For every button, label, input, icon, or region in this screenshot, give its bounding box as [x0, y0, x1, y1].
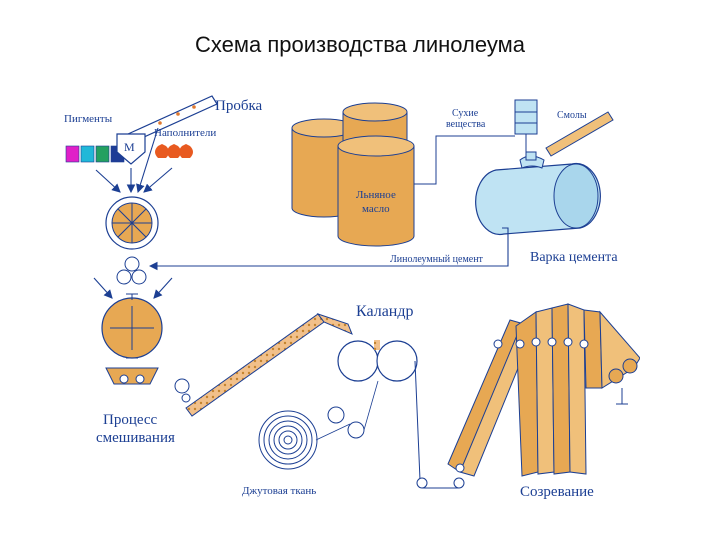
dry-matter-container — [514, 99, 538, 135]
inclined-conveyor — [185, 313, 353, 417]
maturation-label: Созревание — [520, 484, 594, 500]
page-title: Схема производства линолеума — [195, 32, 525, 57]
linseed-oil-label-1: Льняное — [356, 189, 396, 201]
linoleum-cement-line — [148, 227, 509, 271]
linseed-oil-label-2: масло — [362, 203, 390, 215]
linoleum-cement-label: Линолеумный цемент — [390, 254, 484, 265]
maturation-festoons — [447, 303, 640, 477]
fillers-label: Наполнители — [154, 127, 216, 139]
feed-rollers — [116, 256, 147, 285]
cement-cooking-label: Варка цемента — [530, 250, 618, 265]
oil-pipe — [414, 135, 515, 185]
jute-fabric-roll — [258, 410, 318, 470]
pigments-label: Пигменты — [64, 113, 113, 125]
hopper-label: М — [124, 140, 135, 154]
dry-matter-label-2: вещества — [446, 119, 486, 130]
cork-label: Пробка — [215, 98, 263, 114]
weighing-hopper — [116, 133, 146, 165]
jute-fabric-label: Джутовая ткань — [242, 485, 316, 497]
resins-label: Смолы — [557, 110, 587, 121]
resins-pipe — [545, 111, 614, 157]
jute-roller-2 — [347, 421, 365, 439]
mixing-trough — [105, 367, 159, 385]
grinder — [105, 196, 159, 250]
belt-roller-1 — [174, 378, 190, 394]
mixer-drum — [101, 293, 163, 359]
filler-bags — [155, 144, 193, 158]
calender-rollers — [337, 340, 418, 382]
jute-roller-1 — [327, 406, 345, 424]
cement-cooking-tank — [475, 151, 601, 236]
production-diagram: Пробка Пигменты М Наполнители — [64, 95, 640, 500]
belt-roller-2 — [181, 393, 191, 403]
mixing-process-label-2: смешивания — [96, 430, 175, 446]
sheet-roller-a — [416, 477, 428, 489]
calender-label: Каландр — [356, 303, 414, 320]
linseed-oil-tanks — [291, 102, 415, 247]
sheet-to-maturation — [414, 360, 421, 481]
dry-matter-label-1: Сухие — [452, 108, 479, 119]
sheet-roller-b — [453, 477, 465, 489]
mixing-process-label-1: Процесс — [103, 412, 158, 428]
pigment-boxes — [65, 145, 125, 163]
